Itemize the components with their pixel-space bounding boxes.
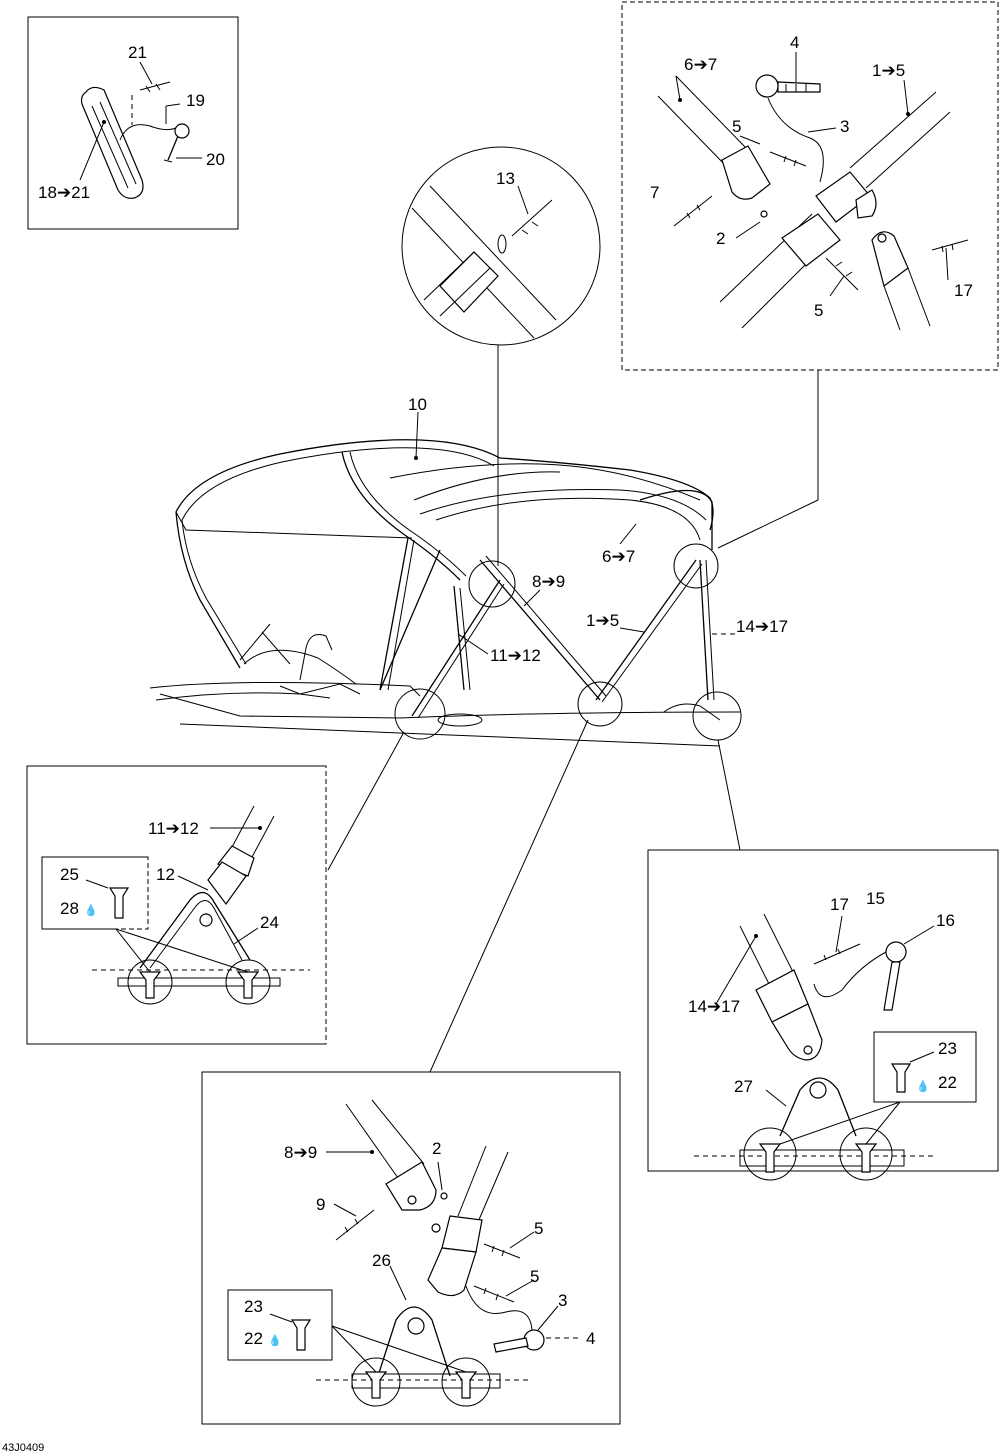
callout-11-12-main: 11➔12: [490, 646, 541, 665]
callout-11-12: 11➔12: [148, 819, 199, 838]
callout-18-21: 18➔21: [38, 183, 90, 202]
callout-13: 13: [496, 169, 515, 188]
callout-7: 7: [650, 183, 659, 202]
callout-27: 27: [734, 1077, 753, 1096]
callout-19: 19: [186, 91, 205, 110]
drop-icon-22-center: 💧: [268, 1334, 282, 1347]
main-boat-assembly: 10 6➔7 8➔9 1➔5 11➔12 14➔17: [149, 370, 819, 1073]
callout-1-5: 1➔5: [872, 61, 905, 80]
callout-26: 26: [372, 1251, 391, 1270]
callout-4-center: 4: [586, 1329, 595, 1348]
callout-21: 21: [128, 43, 147, 62]
callout-5b-center: 5: [530, 1267, 539, 1286]
diagram-code: 43J0409: [2, 1442, 44, 1454]
callout-20: 20: [206, 150, 225, 169]
callout-8-9: 8➔9: [284, 1143, 317, 1162]
center-mount-panel: 8➔9 2 9 5 26 5 3 23 22 💧 4: [201, 1071, 621, 1425]
top-joint-panel: 4 6➔7 1➔5 5 3 7 2 5 17: [621, 1, 999, 371]
zoom-detail-circle: 13: [401, 146, 601, 566]
callout-10: 10: [408, 395, 427, 414]
callout-14-17-main: 14➔17: [736, 617, 788, 636]
callout-6-7-main: 6➔7: [602, 547, 635, 566]
callout-24: 24: [260, 913, 279, 932]
callout-17: 17: [954, 281, 973, 300]
callout-14-17: 14➔17: [688, 997, 740, 1016]
callout-3: 3: [840, 117, 849, 136]
drop-icon-28: 💧: [84, 904, 98, 917]
callout-1-5-main: 1➔5: [586, 611, 619, 630]
callout-16: 16: [936, 911, 955, 930]
left-mount-panel: 11➔12 25 28 💧 12 24: [26, 765, 327, 1045]
pin-kit-panel: 21 19 20 18➔21: [27, 16, 239, 230]
callout-22-center: 22: [244, 1329, 263, 1348]
callout-6-7: 6➔7: [684, 55, 717, 74]
callout-5b: 5: [814, 301, 823, 320]
callout-4: 4: [790, 33, 799, 52]
callout-23-right: 23: [938, 1039, 957, 1058]
callout-22-right: 22: [938, 1073, 957, 1092]
callout-12: 12: [156, 865, 175, 884]
callout-3-center: 3: [558, 1291, 567, 1310]
callout-5: 5: [732, 117, 741, 136]
callout-2: 2: [716, 229, 725, 248]
callout-2-center: 2: [432, 1139, 441, 1158]
callout-23-center: 23: [244, 1297, 263, 1316]
callout-5-center: 5: [534, 1219, 543, 1238]
callout-28: 28: [60, 899, 79, 918]
right-mount-panel: 17 15 16 14➔17 23 💧 22 27: [647, 849, 999, 1181]
callout-15: 15: [866, 889, 885, 908]
callout-17-right: 17: [830, 895, 849, 914]
drop-icon-22-right: 💧: [916, 1080, 930, 1093]
callout-9: 9: [316, 1195, 325, 1214]
callout-25: 25: [60, 865, 79, 884]
callout-8-9-main: 8➔9: [532, 572, 565, 591]
